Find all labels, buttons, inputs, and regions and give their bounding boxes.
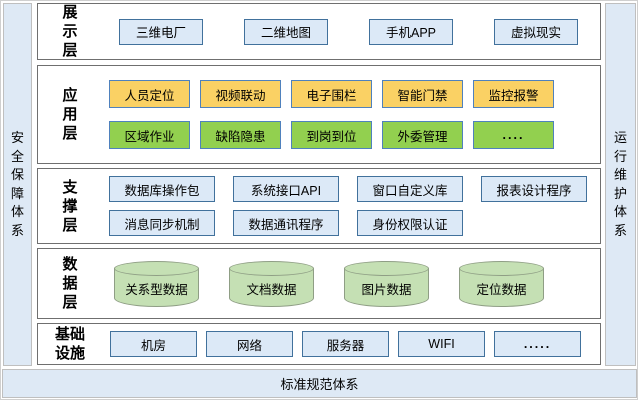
diagram-box: 手机APP [369, 18, 453, 45]
right-pillar: 运行维护体系 [605, 3, 636, 366]
diagram-box: .... [473, 121, 554, 149]
diagram-box: 外委管理 [382, 121, 463, 149]
layer-label-application: 应用层 [62, 87, 78, 142]
cylinder-top-ellipse [344, 260, 429, 276]
layer-panel-presentation: 展示层 三维电厂 二维地图 手机APP 虚拟现实 [37, 3, 601, 60]
layer-panel-support: 支撑层 数据库操作包系统接口API 窗口自定义库报表设计程序消息同步机制数据通讯程序… [37, 168, 601, 244]
diagram-box: 虚拟现实 [494, 18, 578, 45]
diagram-box: 窗口自定义库 [357, 176, 463, 202]
database-cylinder: 图片数据 [344, 260, 429, 307]
diagram-box: 机房 [110, 331, 197, 357]
diagram-box: 身份权限认证 [357, 210, 463, 236]
layer-row: 机房网络服务器 WIFI..... [102, 331, 600, 357]
diagram-box: 数据库操作包 [109, 176, 215, 202]
cylinder-top-ellipse [229, 260, 314, 276]
diagram-box: 网络 [206, 331, 293, 357]
cylinder-top-ellipse [459, 260, 544, 276]
layer-row: 区域作业缺陷隐患到岗到位外委管理.... [102, 121, 600, 149]
diagram-box: 区域作业 [109, 121, 190, 149]
cylinder-top-ellipse [114, 260, 199, 276]
database-cylinder: 定位数据 [459, 260, 544, 307]
diagram-box: 智能门禁 [382, 80, 463, 108]
cylinder-label: 关系型数据 [125, 282, 188, 297]
diagram-box: 系统接口API [233, 176, 339, 202]
diagram-box: 监控报警 [473, 80, 554, 108]
layer-row: 消息同步机制数据通讯程序身份权限认证 [102, 210, 600, 236]
diagram-box: 人员定位 [109, 80, 190, 108]
layer-panel-infrastructure: 基础设施机房网络服务器 WIFI..... [37, 323, 601, 365]
layer-panel-data: 数据层 关系型数据 文档数据 图片数据 定位数据 [37, 248, 601, 319]
layer-row: 三维电厂 二维地图 手机APP 虚拟现实 [102, 18, 600, 45]
database-cylinder: 关系型数据 [114, 260, 199, 307]
right-pillar-label: 运行维护体系 [613, 130, 627, 238]
diagram-box: WIFI [398, 331, 485, 357]
diagram-box: 服务器 [302, 331, 389, 357]
bottom-pillar-label: 标准规范体系 [280, 377, 359, 392]
diagram-box: 二维地图 [244, 18, 328, 45]
layer-label-support: 支撑层 [62, 178, 78, 234]
database-cylinder: 文档数据 [229, 260, 314, 307]
diagram-box: 视频联动 [200, 80, 281, 108]
bottom-pillar: 标准规范体系 [2, 369, 637, 398]
cylinder-label: 文档数据 [246, 282, 297, 297]
diagram-box: 消息同步机制 [109, 210, 215, 236]
layer-label-data: 数据层 [62, 256, 78, 311]
layer-row: 人员定位视频联动电子围栏智能门禁监控报警 [102, 80, 600, 108]
diagram-box: 三维电厂 [119, 18, 203, 45]
diagram-box: 缺陷隐患 [200, 121, 281, 149]
left-pillar: 安全保障体系 [3, 3, 32, 366]
layers-container: 展示层 三维电厂 二维地图 手机APP 虚拟现实应用层 人员定位视频联动电子围栏智能门禁监… [37, 1, 601, 367]
layer-panel-application: 应用层人员定位视频联动电子围栏智能门禁监控报警区域作业缺陷隐患到岗到位外委管理.… [37, 65, 601, 164]
diagram-box: 数据通讯程序 [233, 210, 339, 236]
layer-row: 数据库操作包系统接口API 窗口自定义库报表设计程序 [102, 176, 600, 202]
cylinder-label: 定位数据 [476, 282, 527, 297]
cylinder-label: 图片数据 [361, 282, 412, 297]
left-pillar-label: 安全保障体系 [10, 130, 24, 238]
layer-row: 关系型数据 文档数据 图片数据 定位数据 [102, 260, 600, 307]
diagram-box: 到岗到位 [291, 121, 372, 149]
diagram-box: 报表设计程序 [481, 176, 587, 202]
layer-label-infrastructure: 基础设施 [54, 326, 85, 362]
layer-label-presentation: 展示层 [62, 4, 78, 59]
diagram-box: 电子围栏 [291, 80, 372, 108]
diagram-box: ..... [494, 331, 581, 357]
